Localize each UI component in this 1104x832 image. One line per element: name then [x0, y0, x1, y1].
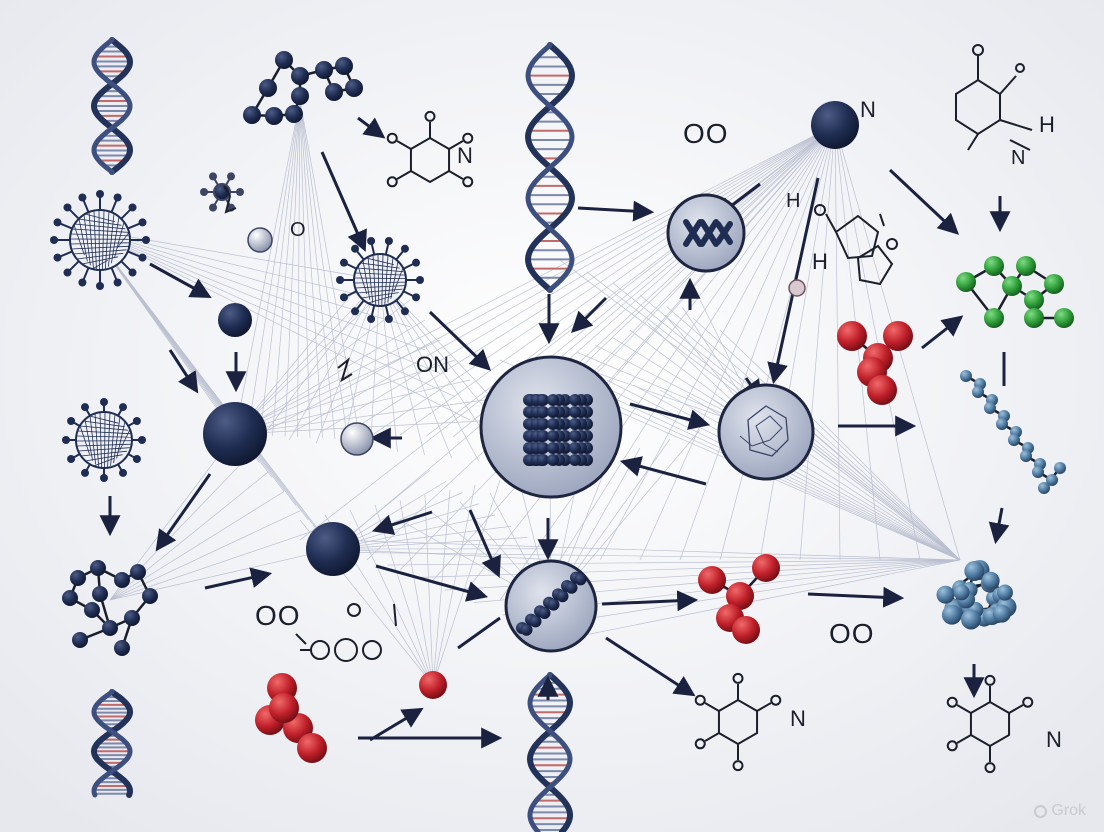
hub-right-structure: [717, 383, 815, 481]
skeletal-structures: [223, 44, 1034, 774]
molecule-red-right: [837, 321, 913, 405]
label-h-top: H: [786, 190, 801, 212]
hub-bottom-strand: [504, 559, 598, 653]
label-on: ON: [416, 352, 449, 377]
zigzag-small: [223, 185, 353, 383]
molecule-green: [956, 256, 1074, 328]
virus-left: [50, 190, 150, 290]
hub-top-cluster: [666, 193, 746, 273]
hexagon-bottom: [694, 672, 782, 772]
label-n-top-right: N: [860, 97, 876, 122]
hub-center-chromosomes: [479, 355, 623, 499]
label-oo-bottom-right: OO: [829, 618, 875, 649]
watermark-text: Grok: [1051, 802, 1086, 819]
virus-particles: [50, 172, 424, 482]
molecule-steel-chain: [960, 370, 1066, 494]
grok-watermark: Grok: [1034, 802, 1086, 820]
grok-logo-icon: [1034, 804, 1048, 818]
ring-molecule-mid-right: [814, 204, 898, 286]
label-n-hex-top: N: [457, 143, 473, 168]
label-h-right-molecule: H: [1039, 112, 1055, 137]
molecule-red-mid: [698, 554, 780, 644]
virus-center: [336, 237, 424, 323]
ring-chain-bottom-left: [295, 603, 397, 662]
dna-helix: [524, 42, 576, 293]
navy-nodes: [203, 101, 859, 699]
molecule-protein-cluster: [936, 560, 1017, 630]
hub-nodes: [479, 193, 815, 653]
label-o-small: O: [290, 219, 306, 241]
dna-helix: [90, 37, 134, 175]
label-oo-bottom-left: OO: [255, 600, 301, 631]
molecule-top-left: [243, 51, 363, 125]
dna-helices: [90, 37, 576, 832]
hexagon-top: [386, 110, 474, 188]
virus-tiny: [200, 172, 244, 212]
molecule-red-bottom: [255, 673, 327, 763]
label-h-mid: H: [812, 249, 828, 274]
molecule-bottom-left: [62, 560, 158, 656]
label-n-hex-bottom: N: [790, 706, 806, 731]
ring-molecule-top-right: [955, 44, 1033, 151]
virus-mesh: [62, 398, 146, 482]
label-n-hex-bottom-right: N: [1046, 727, 1062, 752]
dna-helix: [90, 689, 134, 798]
label-oo-top: OO: [683, 118, 729, 149]
ball-molecules: [62, 51, 1074, 763]
hexagon-bottom-right: [946, 674, 1034, 774]
label-n-right-molecule: N: [1011, 147, 1026, 169]
